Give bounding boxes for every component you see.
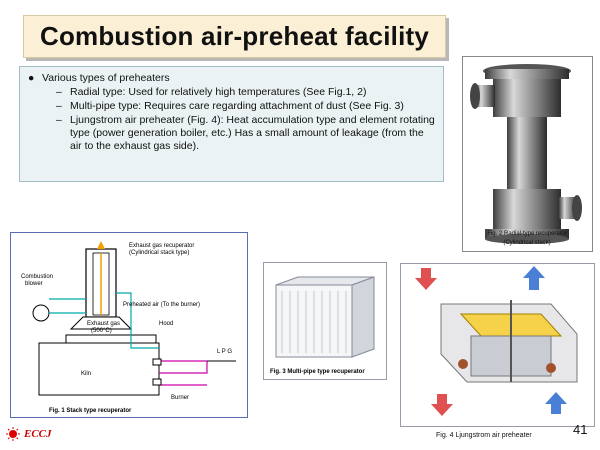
- eccj-logo: ECCJ: [6, 427, 52, 441]
- blue-arrow-up-icon: [523, 266, 545, 290]
- eccj-sun-icon: [6, 427, 20, 441]
- title-box: Combustion air-preheat facility: [23, 15, 446, 58]
- bullet-dot-icon: ●: [28, 72, 35, 84]
- exhaust-arrow-icon: [97, 241, 105, 249]
- fig2-caption-line2: (Cylindrical stack): [503, 240, 550, 246]
- dash-icon: –: [56, 100, 62, 112]
- multipipe-recuperator-image: Fig. 3 Multi-pipe type recuperator: [270, 276, 375, 375]
- fig2-radial-recuperator-photo: Fig. 2 Radial-type recuperator (Cylindri…: [462, 56, 593, 252]
- fig2-caption-line1: Fig. 2 Radial-type recuperator: [487, 231, 566, 237]
- fig4-caption: Fig. 4 Ljungstrom air preheater: [436, 432, 532, 439]
- fig1-stack-recuperator-diagram: Exhaust gas recuperator (Cylindrical sta…: [10, 232, 248, 418]
- blue-arrow-up-icon: [545, 392, 567, 414]
- label-blower: blower: [25, 281, 43, 287]
- label-burner: Burner: [171, 395, 189, 401]
- sub-bullet-text: Radial type: Used for relatively high te…: [70, 86, 367, 98]
- label-exhaust-temp: (500°C): [91, 328, 112, 334]
- fig1-caption: Fig. 1 Stack type recuperator: [49, 408, 132, 414]
- label-exhaust-gas: Exhaust gas: [87, 321, 120, 327]
- label-combustion: Combustion: [21, 274, 53, 280]
- sub-bullet-text: Multi-pipe type: Requires care regarding…: [70, 100, 404, 112]
- sub-bullet-text: Ljungstrom air preheater (Fig. 4): Heat …: [70, 114, 435, 152]
- label-preheated-air: Preheated air (To the burner): [123, 302, 200, 308]
- dash-icon: –: [56, 114, 62, 126]
- red-arrow-down-icon: [415, 268, 437, 290]
- page-number: 41: [573, 422, 588, 437]
- stack-recuperator-diagram: Exhaust gas recuperator (Cylindrical sta…: [21, 241, 236, 414]
- label-lpg: L P G: [217, 349, 232, 355]
- fig4-ljungstrom-preheater-photo: [400, 263, 595, 427]
- fig3-multipipe-recuperator-photo: Fig. 3 Multi-pipe type recuperator: [263, 262, 387, 380]
- fig3-caption: Fig. 3 Multi-pipe type recuperator: [270, 369, 365, 375]
- label-cylindrical-stack: (Cylindrical stack type): [129, 250, 189, 256]
- red-arrow-down-icon: [431, 394, 453, 416]
- eccj-logo-text: ECCJ: [24, 428, 52, 440]
- ljungstrom-preheater-image: [415, 266, 578, 416]
- sub-bullet-ljungstrom: – Ljungstrom air preheater (Fig. 4): Hea…: [56, 114, 435, 153]
- sub-bullet-multipipe: – Multi-pipe type: Requires care regardi…: [56, 100, 435, 113]
- sub-bullet-radial: – Radial type: Used for relatively high …: [56, 86, 435, 99]
- label-kiln: Kiln: [81, 371, 91, 377]
- bullet-main-text: Various types of preheaters: [42, 72, 170, 84]
- bullet-main: ● Various types of preheaters: [28, 72, 435, 85]
- radial-recuperator-image: Fig. 2 Radial-type recuperator (Cylindri…: [470, 64, 582, 246]
- page-title: Combustion air-preheat facility: [39, 21, 430, 51]
- label-exhaust-recuperator: Exhaust gas recuperator: [129, 243, 194, 249]
- label-hood: Hood: [159, 321, 173, 327]
- bullet-box: ● Various types of preheaters – Radial t…: [19, 66, 444, 182]
- dash-icon: –: [56, 86, 62, 98]
